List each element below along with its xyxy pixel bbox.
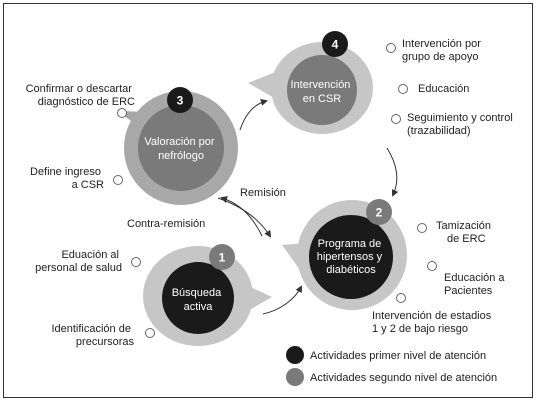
- note-educacion: Educación: [418, 83, 469, 95]
- note-educacion-pacientes: Educación a Pacientes: [444, 272, 508, 297]
- note-seguimiento-line2: (trazabilidad): [407, 125, 471, 137]
- note-define-ingreso: Define ingreso a CSR: [30, 166, 104, 191]
- node-busqueda: Búsqueda activa 1: [143, 244, 272, 346]
- node-programa-title: Programa de hipertensos y diabéticos: [317, 238, 386, 276]
- note-intervencion-estadios: Intervención de estadios 1 y 2 de bajo r…: [372, 310, 494, 335]
- note-define-ingreso-line1: Define ingreso: [30, 166, 101, 178]
- arrow-contra-remision: [220, 196, 263, 237]
- legend-primer-nivel-label: Actividades primer nivel de atención: [310, 350, 486, 362]
- flow-label-contra-remision: Contra-remisión: [127, 218, 205, 230]
- note-tamizacion: Tamización de ERC: [436, 220, 494, 245]
- flow-arrows: [217, 98, 399, 315]
- bullet-educacion: [398, 84, 408, 94]
- flow-label-remision: Remisión: [240, 187, 286, 199]
- node-programa-number-badge: [366, 199, 392, 225]
- node-intervencion-csr-number-badge: [322, 31, 348, 57]
- node-programa: Programa de hipertensos y diabéticos 2: [282, 199, 407, 310]
- note-intervencion-estadios-line1: Intervención de estadios: [372, 310, 492, 322]
- node-valoracion-title: Valoración por nefrólogo: [144, 136, 217, 162]
- note-intervencion-grupo-line1: Intervención por: [402, 38, 481, 50]
- legend-segundo-nivel-label: Actividades segundo nivel de atención: [310, 372, 497, 384]
- arrow-valoracion-to-intervencion: [239, 98, 268, 131]
- note-confirmar-line2: diagnóstico de ERC: [38, 96, 135, 108]
- node-intervencion-csr-title-line2: en CSR: [303, 93, 342, 105]
- note-intervencion-estadios-line2: 1 y 2 de bajo riesgo: [372, 323, 468, 335]
- node-programa-title-line2: hipertensos y: [317, 251, 383, 263]
- arrow-intervencion-to-programa: [386, 147, 399, 197]
- node-busqueda-title-line2: activa: [184, 301, 214, 313]
- note-educacion-line1: Educación: [418, 83, 469, 95]
- note-define-ingreso-line2: a CSR: [72, 179, 104, 191]
- node-programa-number: 2: [376, 206, 383, 220]
- note-identificacion-line2: precursoras: [76, 336, 135, 348]
- note-intervencion-grupo-line2: grupo de apoyo: [402, 51, 478, 63]
- node-valoracion-number-badge: [167, 87, 193, 113]
- bullet-intervencion-estadios: [396, 293, 406, 303]
- annotation-labels: Confirmar o descartar diagnóstico de ERC…: [26, 38, 516, 348]
- note-seguimiento: Seguimiento y control (trazabilidad): [407, 112, 516, 137]
- node-valoracion-number: 3: [177, 94, 184, 108]
- note-tamizacion-line2: de ERC: [447, 233, 486, 245]
- diagram-frame: [3, 3, 533, 398]
- node-valoracion-title-line1: Valoración por: [144, 136, 214, 148]
- note-identificacion-line1: Identificación de: [51, 323, 131, 335]
- bullet-intervencion-grupo: [386, 43, 396, 53]
- node-programa-body: [309, 215, 393, 299]
- note-educacion-pacientes-line1: Educación a: [444, 272, 505, 284]
- node-valoracion-body: [138, 105, 224, 191]
- bullet-confirmar: [117, 108, 127, 118]
- node-intervencion-csr-title-line1: Intervención: [291, 79, 351, 91]
- note-educacion-personal-line2: personal de salud: [35, 262, 122, 274]
- bullet-identificacion: [145, 328, 155, 338]
- node-valoracion-title-line2: nefrólogo: [158, 150, 204, 162]
- node-intervencion-csr: Intervención en CSR 4: [248, 31, 373, 134]
- node-busqueda-title-line1: Búsqueda: [172, 287, 222, 299]
- note-educacion-personal-line1: Eduación al: [61, 249, 119, 261]
- note-educacion-personal: Eduación al personal de salud: [35, 249, 122, 274]
- legend-segundo-nivel-swatch: [286, 368, 304, 386]
- bullet-tamizacion: [417, 223, 427, 233]
- bullet-seguimiento: [391, 114, 401, 124]
- node-intervencion-csr-number: 4: [332, 38, 339, 52]
- node-busqueda-number: 1: [219, 251, 226, 265]
- note-confirmar: Confirmar o descartar diagnóstico de ERC: [26, 83, 135, 108]
- node-programa-title-line3: diabéticos: [326, 264, 376, 276]
- bullet-define-ingreso: [113, 175, 123, 185]
- note-identificacion: Identificación de precursoras: [51, 323, 134, 348]
- node-busqueda-number-badge: [209, 244, 235, 270]
- note-intervencion-grupo: Intervención por grupo de apoyo: [402, 38, 484, 63]
- bullet-educacion-personal: [131, 257, 141, 267]
- arrow-busqueda-to-programa: [262, 285, 302, 315]
- arrow-remision: [217, 197, 272, 238]
- node-intervencion-csr-title: Intervención en CSR: [291, 79, 354, 105]
- node-intervencion-csr-pointer: [248, 71, 278, 99]
- node-busqueda-title: Búsqueda activa: [172, 287, 225, 313]
- note-tamizacion-line1: Tamización: [436, 220, 491, 232]
- node-programa-title-line1: Programa de: [318, 238, 382, 250]
- node-valoracion: Valoración por nefrólogo 3: [118, 87, 238, 205]
- note-seguimiento-line1: Seguimiento y control: [407, 112, 513, 124]
- node-intervencion-csr-body: [287, 55, 357, 125]
- note-educacion-pacientes-line2: Pacientes: [444, 285, 493, 297]
- note-confirmar-line1: Confirmar o descartar: [26, 83, 133, 95]
- bullet-educacion-pacientes: [427, 261, 437, 271]
- legend-primer-nivel-swatch: [286, 346, 304, 364]
- node-busqueda-body: [162, 262, 234, 334]
- legend: Actividades primer nivel de atención Act…: [286, 346, 497, 386]
- annotation-bullets: [113, 43, 437, 338]
